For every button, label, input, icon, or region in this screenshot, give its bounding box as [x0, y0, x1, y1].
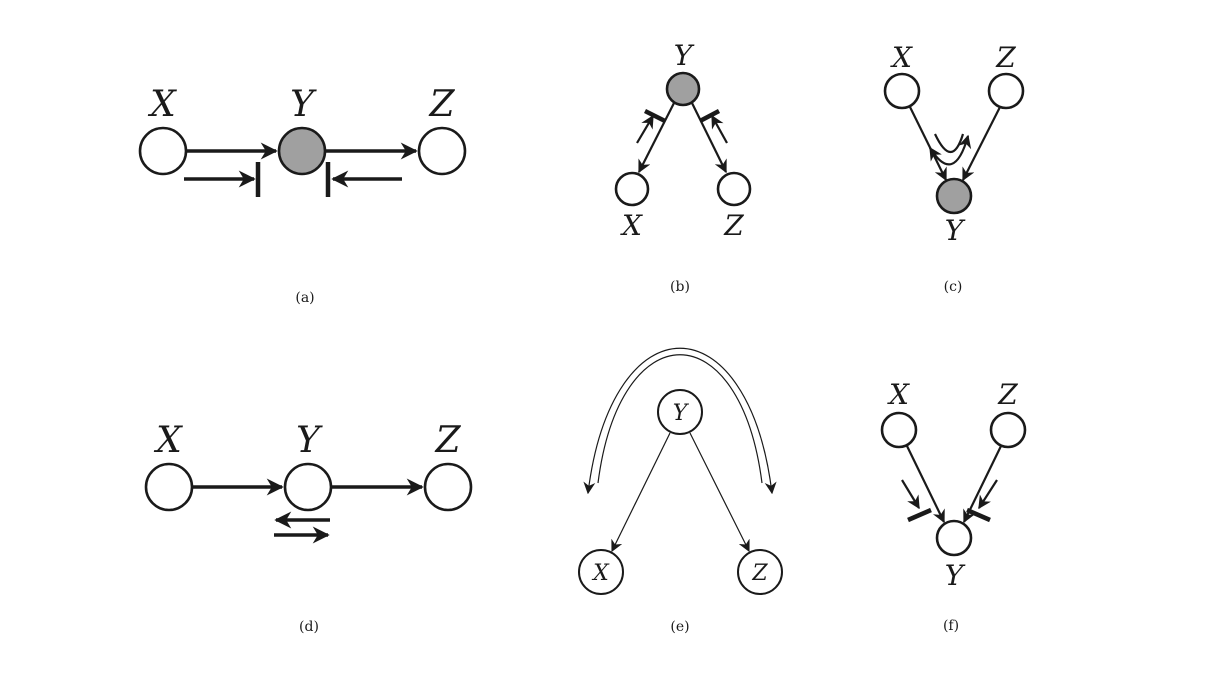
node-y [283, 462, 333, 512]
panel-d: X Y Z (d) [144, 420, 473, 635]
node-z [417, 126, 467, 176]
node-x [614, 171, 650, 207]
node-x [883, 72, 921, 110]
edge-x-to-y [909, 106, 947, 182]
label-z: Z [428, 84, 455, 125]
block-bar-right [698, 109, 721, 123]
edge-y-to-z [689, 432, 750, 553]
node-x [138, 126, 188, 176]
node-y-shaded [935, 177, 973, 215]
block-bar-left [907, 507, 932, 523]
label-y: Y [945, 214, 966, 247]
label-y: Y [290, 84, 317, 125]
panel-a: X Y Z (a) [138, 84, 467, 306]
label-y: Y [673, 401, 690, 426]
block-bar-right [966, 507, 991, 523]
node-z [987, 72, 1025, 110]
node-y-shaded [665, 71, 701, 107]
label-x: X [147, 84, 177, 125]
label-x: X [153, 420, 183, 461]
open-path-arrow [929, 134, 972, 166]
label-x: X [620, 209, 643, 242]
label-z: Z [997, 378, 1018, 411]
label-y: Y [296, 420, 323, 461]
inner-arc [597, 354, 763, 484]
label-y: Y [945, 559, 966, 592]
edge-z-to-y [962, 106, 1001, 182]
edge-y-to-x [638, 102, 675, 174]
node-z [716, 171, 752, 207]
label-z: Z [723, 209, 744, 242]
panel-f: X Z Y (f) [880, 378, 1027, 634]
label-y: Y [674, 39, 695, 72]
blocked-arrow-left [636, 114, 654, 144]
label-x: X [591, 561, 610, 586]
caption: (a) [295, 290, 314, 306]
block-bar-left [643, 108, 667, 124]
caption: (f) [943, 618, 959, 634]
outer-arc-arrow [583, 347, 777, 495]
label-z: Z [434, 420, 461, 461]
panel-e: Y X Z (e) [578, 347, 783, 635]
node-x [578, 549, 624, 595]
node-z [737, 549, 783, 595]
label-z: Z [995, 41, 1016, 74]
panel-c: X Z Y (c) [883, 41, 1025, 295]
node-y [657, 389, 703, 435]
node-x [144, 462, 194, 512]
edge-y-to-x [611, 432, 671, 553]
panel-b: Y X Z (b) [614, 39, 752, 295]
label-x: X [890, 41, 913, 74]
blocked-arrow-left [901, 479, 920, 510]
caption: (c) [944, 279, 963, 295]
edge-y-to-z [691, 102, 727, 174]
blocked-arrow-right [978, 479, 998, 510]
edge-x-to-y [906, 445, 945, 524]
node-z [423, 462, 473, 512]
blocked-arrow-right [711, 114, 728, 144]
node-z [989, 411, 1027, 449]
label-x: X [887, 378, 910, 411]
node-y [935, 519, 973, 557]
caption: (e) [670, 619, 689, 635]
node-y-shaded [277, 126, 327, 176]
label-z: Z [751, 561, 768, 586]
caption: (d) [299, 619, 319, 635]
node-x [880, 411, 918, 449]
open-path-arc [934, 133, 965, 154]
caption: (b) [670, 279, 690, 295]
